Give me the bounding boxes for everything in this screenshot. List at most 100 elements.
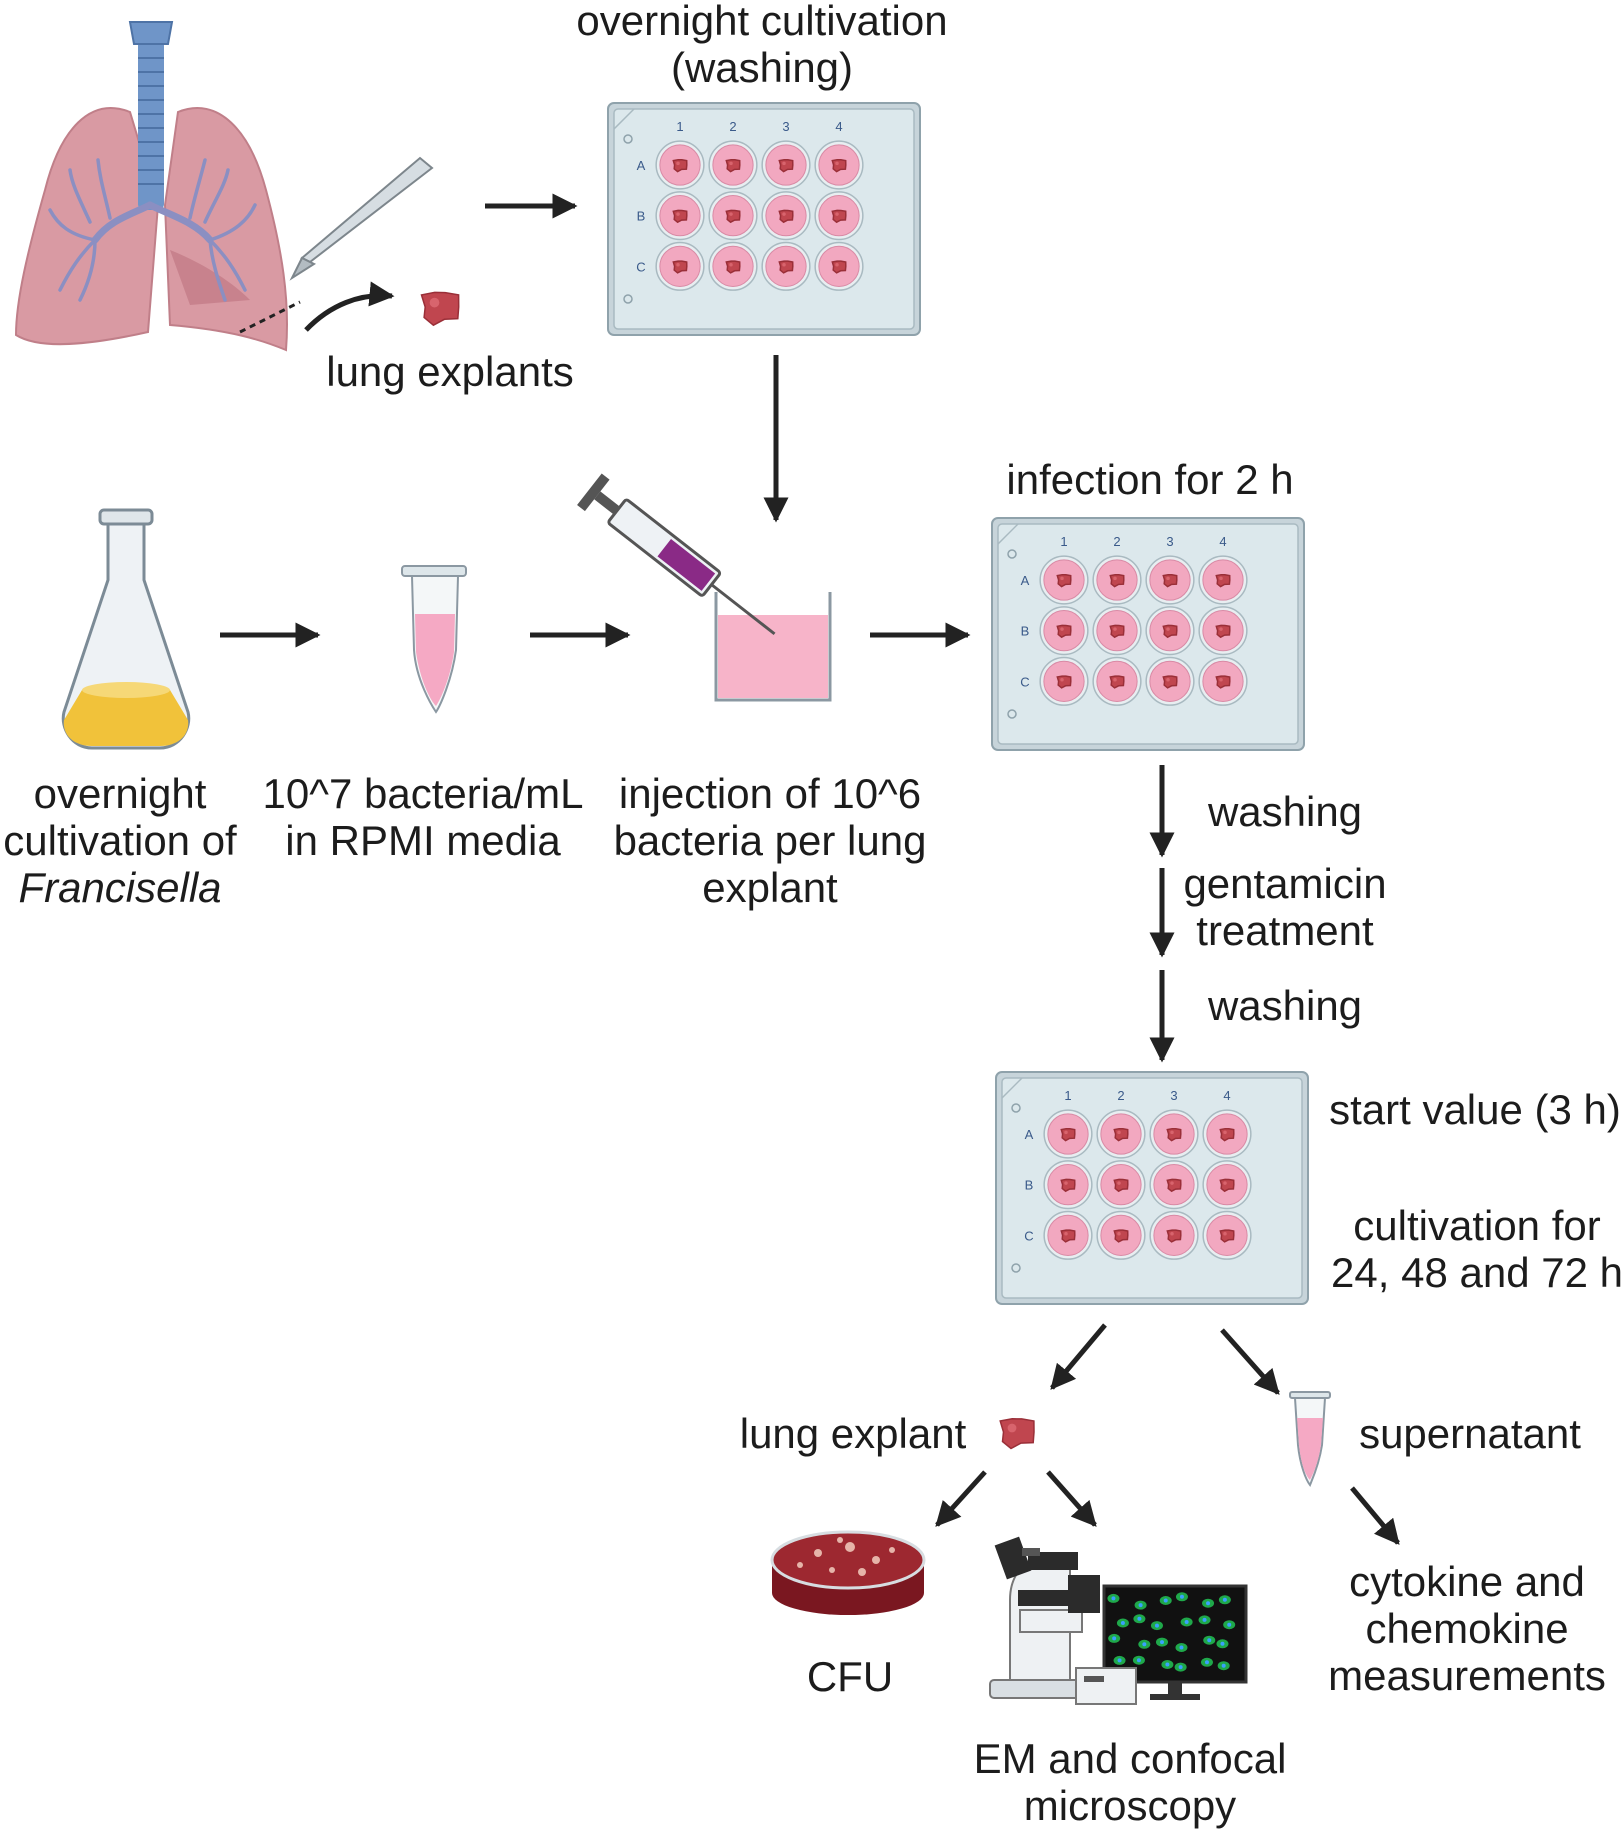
well-explant [1056,675,1072,689]
plate-column-label: 3 [1170,1088,1177,1103]
plate-column-label: 2 [1117,1088,1124,1103]
well-explant [1109,573,1125,588]
well-explant [1162,675,1178,689]
plate-well [708,241,758,291]
plate-well [1198,555,1248,605]
plate-column-label: 2 [1113,534,1120,549]
label-injection: injection of 10^6 bacteria per lung expl… [613,770,927,911]
plate-column-label: 3 [782,119,789,134]
well-explant [672,260,688,274]
arrow-to-explant [1050,1323,1107,1390]
plate-row-label: A [1025,1127,1034,1142]
plate-well [708,140,758,190]
well-explant [778,260,794,274]
arrow-to-supernatant [1220,1328,1280,1395]
well-explant [1060,1127,1076,1142]
plate-well [1198,606,1248,656]
explant-result-icon [999,1418,1035,1450]
plate-well [761,140,811,190]
plate-well [761,241,811,291]
plate-well [1096,1160,1146,1210]
plate-row-label: C [1024,1228,1033,1243]
flow-arrows [220,193,1400,1545]
well-explant [1166,1127,1182,1142]
plate-row-label: A [1021,573,1030,588]
plate-column-label: 4 [1219,534,1226,549]
plate-well [1149,1210,1199,1260]
plate-well [1149,1109,1199,1159]
plate-well [708,191,758,241]
well-explant [831,158,847,173]
plate-well [1039,555,1089,605]
plate-row-label: B [637,209,646,224]
well-explant [778,209,794,224]
plate-well [814,191,864,241]
plate-well [1096,1210,1146,1260]
plate-well [1092,656,1142,706]
arrow-to-cytokine [1350,1486,1400,1545]
syringe-icon [577,473,776,636]
plate-well [655,191,705,241]
well-explant [1219,1127,1235,1142]
flask-icon [61,508,191,750]
label-cfu: CFU [806,1653,894,1700]
well-explant [1162,573,1178,588]
plate-well [1202,1109,1252,1159]
well-explant [1166,1229,1182,1243]
plate-row-label: C [636,259,645,274]
plate-well [1043,1160,1093,1210]
label-supernatant: supernatant [1359,1410,1581,1457]
label-lung-explants: lung explants [326,348,574,395]
label-cultivation-times: cultivation for 24, 48 and 72 h [1331,1202,1623,1296]
well-explant [725,209,741,224]
plate-well [1043,1210,1093,1260]
plate-well [814,241,864,291]
plate-column-label: 2 [729,119,736,134]
label-bacteria-media: 10^7 bacteria/mL in RPMI media [262,770,584,864]
label-overnight-washing: overnight cultivation (washing) [576,0,948,91]
well-explant [1109,624,1125,639]
scalpel-icon [289,156,434,281]
well-explant [1166,1178,1182,1193]
plate-well [1145,656,1195,706]
petri-dish-icon [770,1530,926,1615]
well-explant [1215,624,1231,639]
well-explant [831,260,847,274]
label-cytokine: cytokine and chemokine measurements [1328,1558,1606,1699]
well-explant [1113,1229,1129,1243]
plate-well [1039,656,1089,706]
well-explant [1113,1127,1129,1142]
label-microscopy: EM and confocal microscopy [973,1735,1287,1829]
plate-column-label: 1 [1060,534,1067,549]
label-washing-1: washing [1207,788,1363,835]
arrow-to-microscopy [1046,1470,1097,1527]
plate-row-label: A [637,158,646,173]
plate-well [761,191,811,241]
microtube-icon [401,565,467,714]
lung-explant-icon [420,291,460,327]
well-explant [1056,624,1072,639]
well-explant [1109,675,1125,689]
plate-column-label: 4 [1223,1088,1230,1103]
monitor-icon [1075,1584,1248,1705]
well-explant [1219,1178,1235,1193]
well-explant [1060,1229,1076,1243]
microscope-icon [989,1536,1101,1699]
plate-column-label: 3 [1166,534,1173,549]
well-explant [1060,1178,1076,1193]
lungs-illustration [14,21,301,352]
plate-row-label: C [1020,674,1029,689]
well-explant [1215,675,1231,689]
supernatant-tube-icon [1289,1391,1331,1487]
well-explant [725,158,741,173]
label-infection: infection for 2 h [1006,456,1294,503]
plate-column-label: 1 [1064,1088,1071,1103]
well-explant [1056,573,1072,588]
well-explant [778,158,794,173]
label-overnight-francisella: overnight cultivation of Francisella [3,770,237,911]
well-explant [1215,573,1231,588]
well-explant [725,260,741,274]
label-lung-explant: lung explant [739,1410,967,1457]
